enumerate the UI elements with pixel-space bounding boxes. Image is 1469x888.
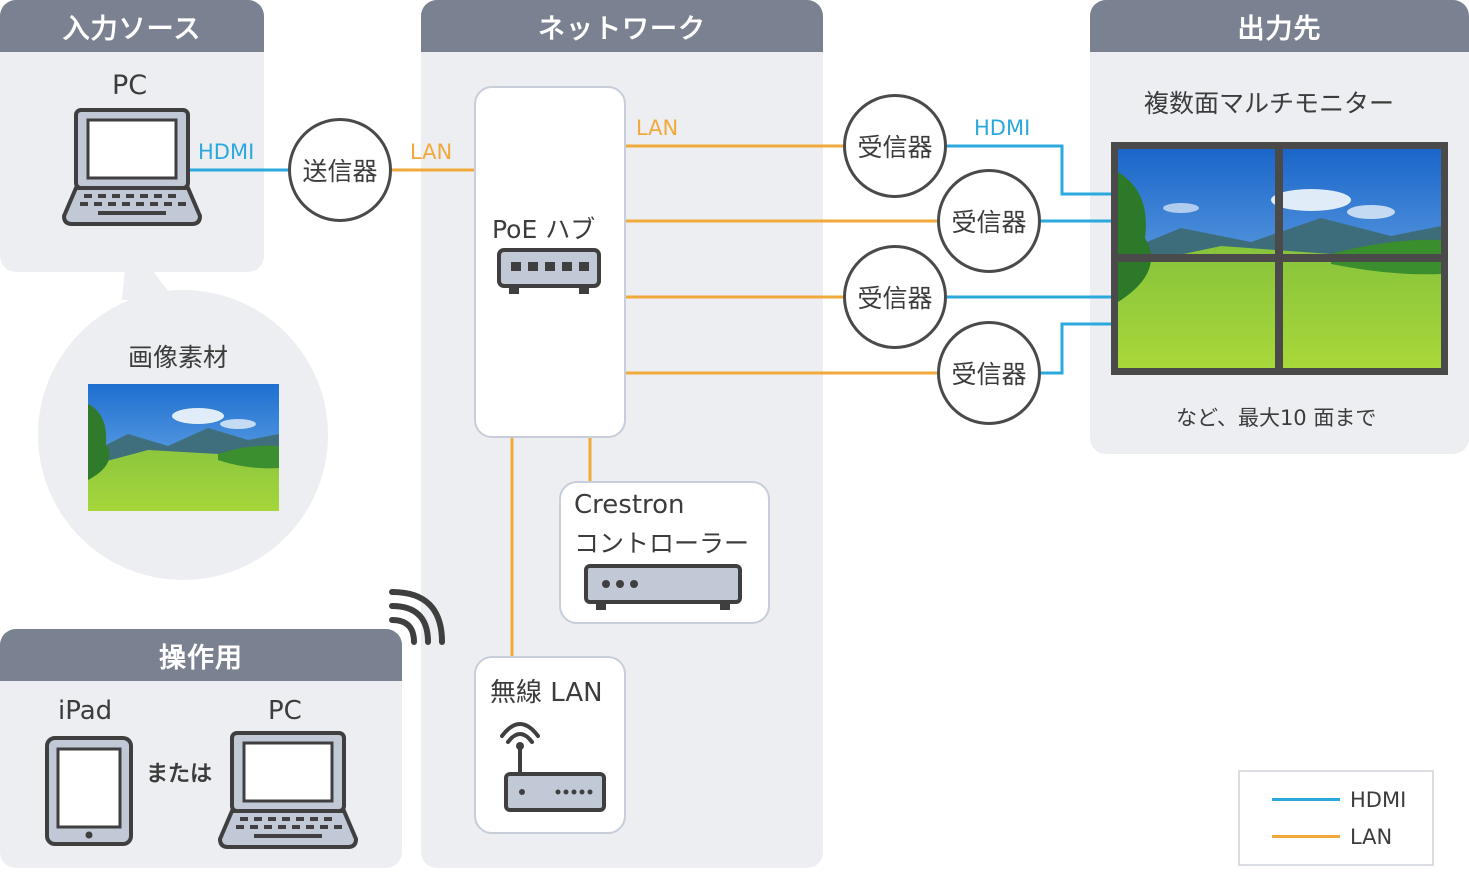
input-source-header: 入力ソース <box>0 0 264 52</box>
legend-hdmi-label: HDMI <box>1350 788 1407 812</box>
hdmi-label-receiver: HDMI <box>974 116 1031 140</box>
wireless-router-icon <box>500 722 606 812</box>
lan-label-hub: LAN <box>636 116 679 140</box>
receiver-label: 受信器 <box>951 208 1027 237</box>
receiver-node-1: 受信器 <box>843 94 947 198</box>
image-material-label: 画像素材 <box>128 343 229 372</box>
receiver-label: 受信器 <box>857 284 933 313</box>
input-source-panel: 入力ソース <box>0 0 264 272</box>
multi-monitor-title: 複数面マルチモニター <box>1144 89 1395 118</box>
receiver-label: 受信器 <box>951 360 1027 389</box>
multi-monitor-wall <box>1111 142 1448 375</box>
laptop-icon <box>218 731 358 849</box>
landscape-image <box>88 384 279 511</box>
wifi-signal-icon <box>389 589 445 645</box>
wireless-lan-label: 無線 LAN <box>490 678 603 708</box>
transmitter-label: 送信器 <box>302 157 378 186</box>
poe-hub-label: PoE ハブ <box>492 215 596 244</box>
receiver-label: 受信器 <box>857 133 933 162</box>
receiver-node-3: 受信器 <box>843 245 947 349</box>
hdmi-line-receiver-1 <box>947 144 1112 196</box>
controller-label-line2: コントローラー <box>574 529 750 558</box>
or-label: または <box>146 762 213 787</box>
control-header: 操作用 <box>0 629 402 681</box>
receiver-node-4: 受信器 <box>937 321 1041 425</box>
controller-device-icon <box>584 564 742 610</box>
ipad-label: iPad <box>58 696 113 726</box>
max-monitors-note: など、最大10 面まで <box>1176 406 1377 430</box>
transmitter-node: 送信器 <box>288 118 392 222</box>
network-header: ネットワーク <box>421 0 823 52</box>
control-pc-label: PC <box>268 696 302 726</box>
hdmi-line-receiver-4 <box>1041 322 1112 375</box>
lan-label-transmitter: LAN <box>410 140 453 164</box>
hdmi-label-pc: HDMI <box>198 140 255 164</box>
input-pc-label: PC <box>112 70 148 101</box>
switch-hub-icon <box>497 248 601 294</box>
legend: HDMI LAN <box>1238 770 1434 866</box>
receiver-node-2: 受信器 <box>937 169 1041 273</box>
controller-label-line1: Crestron <box>574 490 685 520</box>
output-header: 出力先 <box>1090 0 1469 52</box>
legend-hdmi-swatch <box>1272 798 1340 801</box>
legend-lan-label: LAN <box>1350 825 1393 849</box>
legend-lan-swatch <box>1272 835 1340 838</box>
bubble-tail <box>122 238 175 300</box>
laptop-icon <box>62 108 202 226</box>
tablet-icon <box>45 736 133 846</box>
